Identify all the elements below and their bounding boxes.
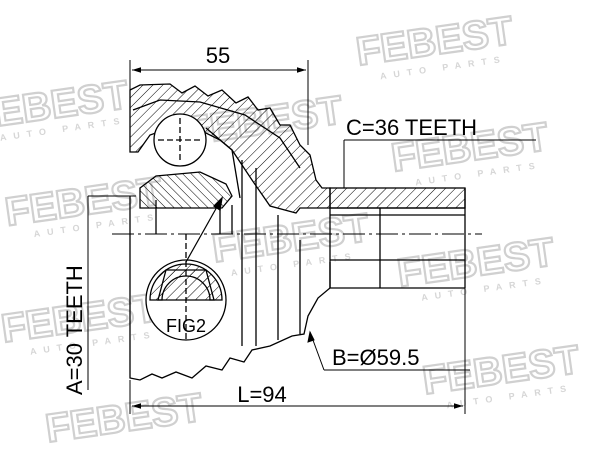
joint-housing-lower bbox=[129, 160, 331, 381]
output-shaft bbox=[329, 187, 466, 289]
leader-inner-teeth bbox=[87, 195, 136, 390]
ball-cage-upper bbox=[139, 113, 241, 209]
figure-label: FIG2 bbox=[166, 316, 206, 336]
inner-teeth-label: A=30 TEETH bbox=[62, 265, 87, 395]
outer-diameter-label: B=Ø59.5 bbox=[332, 345, 419, 370]
dimension-total-length bbox=[129, 288, 466, 414]
dimension-top-length bbox=[129, 60, 309, 145]
outer-teeth-label: C=36 TEETH bbox=[346, 115, 477, 140]
top-length-label: 55 bbox=[206, 43, 230, 68]
fig2-detail bbox=[145, 196, 227, 341]
leader-outer-diameter bbox=[307, 330, 470, 371]
total-length-label: L=94 bbox=[237, 382, 287, 407]
watermark-layer: FEBEST FEBEST FEBEST FEBEST FEBEST FEBES… bbox=[0, 8, 583, 450]
leader-outer-teeth bbox=[343, 139, 536, 188]
